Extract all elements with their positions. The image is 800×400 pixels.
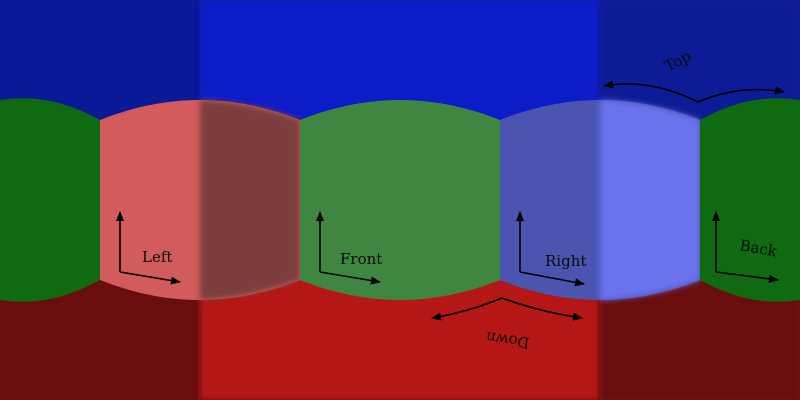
right-axis-icon xyxy=(516,211,585,287)
front-axis-icon xyxy=(316,211,381,285)
down-face-label: Down xyxy=(485,328,531,352)
left-face-label: Left xyxy=(142,248,172,266)
back-face-left-part xyxy=(0,98,100,302)
back-face xyxy=(700,98,800,302)
left-face-shade xyxy=(200,100,300,300)
down-curve-arrow-icon xyxy=(431,297,583,321)
left-axis-icon xyxy=(116,211,181,285)
top-curve-arrow-icon xyxy=(603,80,785,103)
front-face xyxy=(300,100,500,300)
front-face-label: Front xyxy=(340,250,382,268)
right-face-label: Right xyxy=(545,252,586,270)
right-face-light-part xyxy=(600,100,700,300)
back-axis-icon xyxy=(712,211,779,283)
